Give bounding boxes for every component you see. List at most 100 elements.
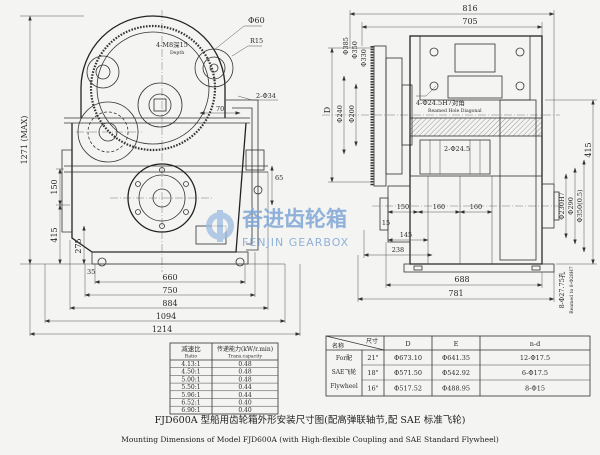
flywheel-header-E: E xyxy=(454,340,459,348)
ratio-cell: 4.50:1 xyxy=(181,369,200,376)
label-phi350-pcd: Φ350(0.5) xyxy=(576,189,584,223)
flywheel-D-cell: Φ673.10 xyxy=(394,354,422,362)
side-view: 816 705 Φ385 Φ350 Φ330 D Φ240 Φ200 4-Φ24… xyxy=(322,4,597,314)
front-view-outline xyxy=(60,10,285,272)
flywheel-header-D: D xyxy=(405,340,410,348)
label-65: 65 xyxy=(275,174,283,182)
label-816: 816 xyxy=(462,4,477,13)
ratio-cell: 5.50:1 xyxy=(181,384,200,391)
pto-gear xyxy=(194,48,234,88)
label-side-145: 145 xyxy=(400,231,412,239)
oil-pipe xyxy=(226,99,259,251)
ratio-capacity-table: 减速比 Ratio 传递能力(kW/r.min) Trans.capacity … xyxy=(169,342,279,415)
label-side-238: 238 xyxy=(392,246,404,254)
label-phi60: Φ60 xyxy=(248,16,265,25)
flywheel-nd-cell: 8-Φ15 xyxy=(525,385,545,393)
label-275: 275 xyxy=(74,238,83,253)
flywheel-D-cell: Φ571.50 xyxy=(394,369,422,377)
input-coupling-hub xyxy=(401,84,413,146)
flywheel-name-line: Flywheel xyxy=(330,383,358,390)
flywheel-name-line: For配 xyxy=(336,355,352,362)
label-bolt-holes-en: Reamed to 8-Φ28H7 xyxy=(569,266,575,314)
flywheel-nd-cell: 12-Φ17.5 xyxy=(520,354,550,362)
drawing-caption: FJD600A 型船用齿轮箱外形安装尺寸图(配高弹联轴节,配 SAE 标准飞轮)… xyxy=(121,414,499,444)
front-view: Φ60 4-M8深15 Depth R15 70 2-Φ34 1271 (MAX… xyxy=(20,10,301,336)
label-1214: 1214 xyxy=(152,325,172,334)
label-side-15: 15 xyxy=(382,219,390,227)
flywheel-disk xyxy=(385,57,403,175)
capacity-header-en: Trans.capacity xyxy=(228,354,263,360)
label-phi240: Φ240 xyxy=(336,105,344,123)
flywheel-D-cell: Φ517.52 xyxy=(394,385,422,393)
label-side-415: 415 xyxy=(584,142,593,157)
fenjin-watermark: 奋进齿轮箱 FENJIN GEARBOX xyxy=(206,207,349,249)
front-view-dimensions: Φ60 4-M8深15 Depth R15 70 2-Φ34 1271 (MAX… xyxy=(20,15,301,336)
label-70: 70 xyxy=(216,105,224,113)
capacity-cell: 0.44 xyxy=(238,392,252,399)
flywheel-name-line: SAE飞轮 xyxy=(332,368,357,376)
label-tapped-holes: 4-M8深15 xyxy=(156,40,188,49)
label-side-160a: 160 xyxy=(433,203,445,211)
base-plate xyxy=(91,251,249,265)
label-reamed-holes: 4-Φ24.5H7对角 xyxy=(416,98,465,107)
capacity-cell: 0.48 xyxy=(238,361,252,368)
label-2phi34: 2-Φ34 xyxy=(256,92,276,100)
label-phi385: Φ385 xyxy=(342,37,350,55)
label-depth: Depth xyxy=(170,50,184,56)
flywheel-ring xyxy=(373,45,387,187)
flywheel-nd-cell: 6-Φ17.5 xyxy=(522,369,548,377)
label-phi330: Φ330 xyxy=(360,49,368,67)
label-phi200: Φ200 xyxy=(348,105,356,123)
clutch-pack xyxy=(419,139,491,175)
caption-title-cn: FJD600A 型船用齿轮箱外形安装尺寸图(配高弹联轴节,配 SAE 标准飞轮) xyxy=(155,414,466,426)
label-phi230: Φ230H7 xyxy=(558,192,566,220)
label-phi350: Φ350 xyxy=(351,41,359,59)
side-base-plate xyxy=(403,263,555,273)
capacity-cell: 0.40 xyxy=(238,407,252,414)
label-height-max: 1271 (MAX) xyxy=(20,116,29,165)
side-view-dimensions: 816 705 Φ385 Φ350 Φ330 D Φ240 Φ200 4-Φ24… xyxy=(323,4,597,314)
label-side-160b: 160 xyxy=(470,203,482,211)
side-view-outline xyxy=(322,35,562,273)
flywheel-E-cell: Φ542.92 xyxy=(442,369,470,377)
label-r15: R15 xyxy=(250,37,263,45)
sae-flywheel-table: 名称 尺寸 D E n-d For配 SAE飞轮 Flywheel 21" Φ6… xyxy=(325,335,591,397)
flywheel-E-cell: Φ488.95 xyxy=(442,385,470,393)
label-1094: 1094 xyxy=(156,312,176,321)
upper-gear-housing xyxy=(80,15,226,118)
ratio-header-en: Ratio xyxy=(185,354,198,360)
capacity-cell: 0.48 xyxy=(238,376,252,383)
capacity-header: 传递能力(kW/r.min) xyxy=(217,345,273,353)
flywheel-header-size: 尺寸 xyxy=(366,337,378,345)
fenjin-logo-icon xyxy=(206,210,234,242)
ratio-cell: 4.13:1 xyxy=(181,361,200,368)
label-415: 415 xyxy=(50,227,59,242)
flywheel-size-cell: 18" xyxy=(367,369,378,377)
ratio-cell: 5.96:1 xyxy=(181,392,200,399)
ratio-cell: 6.52:1 xyxy=(181,400,200,407)
flywheel-header-name: 名称 xyxy=(332,342,344,350)
caption-title-en: Mounting Dimensions of Model FJD600A (wi… xyxy=(121,435,499,444)
output-coupling xyxy=(127,163,197,233)
label-660: 660 xyxy=(162,273,177,282)
label-bolt-holes: 8-Φ27.75孔 xyxy=(558,271,566,308)
label-2phi24-5: 2-Φ24.5 xyxy=(444,145,470,153)
watermark-brand-cn: 奋进齿轮箱 xyxy=(241,207,347,231)
lower-casing xyxy=(409,175,543,265)
hatched-section xyxy=(409,117,543,137)
capacity-cell: 0.40 xyxy=(238,400,252,407)
label-150: 150 xyxy=(50,179,59,194)
label-reamed-en: Reamed Hole Diagonal xyxy=(428,108,482,114)
ratio-header: 减速比 xyxy=(181,344,201,353)
label-884: 884 xyxy=(162,299,177,308)
label-phi290: Φ290 xyxy=(567,197,575,215)
flywheel-size-cell: 21" xyxy=(367,354,378,362)
label-D: D xyxy=(323,107,332,113)
capacity-cell: 0.48 xyxy=(238,369,252,376)
top-cover xyxy=(419,35,531,101)
label-705: 705 xyxy=(462,17,477,26)
watermark-brand-en: FENJIN GEARBOX xyxy=(242,236,349,249)
label-750: 750 xyxy=(162,286,177,295)
flywheel-size-cell: 16" xyxy=(367,385,378,393)
capacity-cell: 0.44 xyxy=(238,384,252,391)
